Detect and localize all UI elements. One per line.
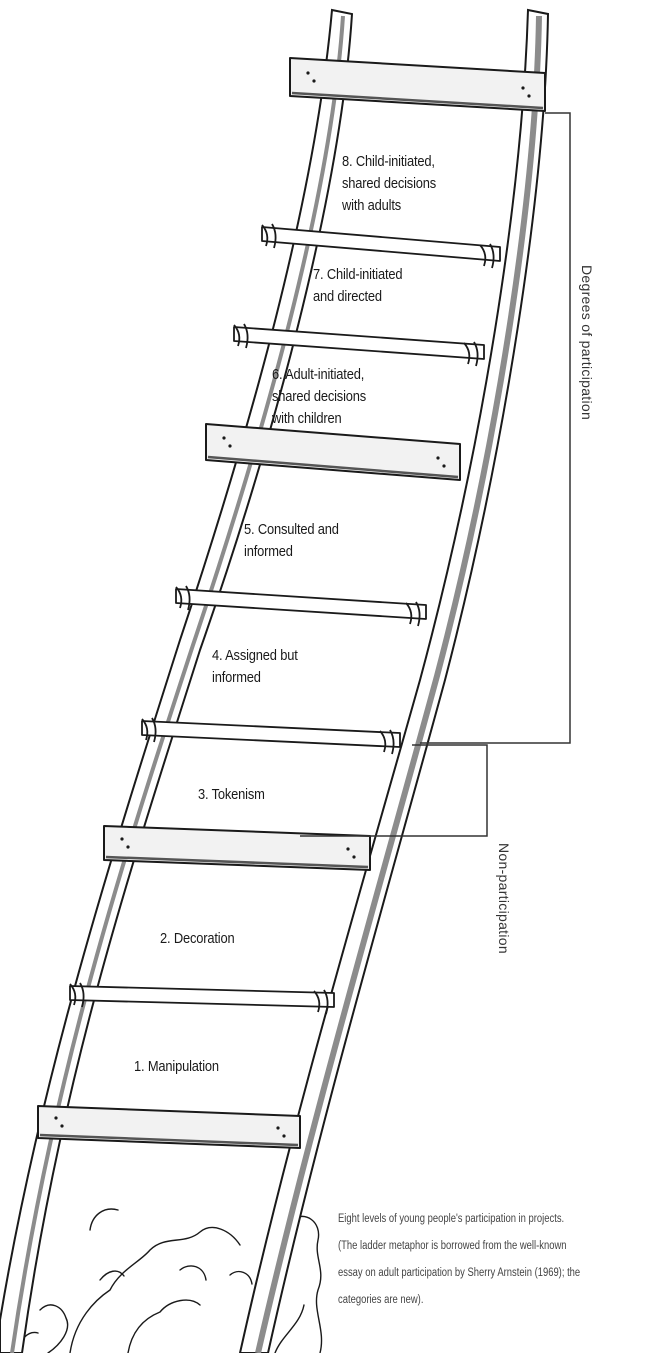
ladder-plank xyxy=(103,825,371,871)
rung-label-3-line-1: 3. Tokenism xyxy=(198,786,265,803)
ladder-pole xyxy=(233,323,485,367)
ladder-plank xyxy=(289,57,546,112)
ladder-pole xyxy=(69,982,335,1015)
non-participation-bracket xyxy=(300,744,488,837)
rung-label-2-line-1: 2. Decoration xyxy=(160,930,235,947)
participation-bracket-label: Degrees of participation xyxy=(579,265,595,421)
ladder-pole xyxy=(141,717,401,755)
nail-dot xyxy=(527,94,531,98)
rung-label-1-line-1: 1. Manipulation xyxy=(134,1058,219,1075)
rung-label-7-line-2: and directed xyxy=(313,288,382,305)
nail-dot xyxy=(60,1124,64,1128)
rung-label-6-line-1: 6. Adult-initiated, xyxy=(272,366,365,383)
rung-label-8-line-2: shared decisions xyxy=(342,175,437,192)
nail-dot xyxy=(282,1134,286,1138)
rope-lashing xyxy=(379,729,395,755)
rung-label-4-line-2: informed xyxy=(212,669,261,686)
rung-label-8-line-3: with adults xyxy=(342,197,402,214)
rung-label-1: 1. Manipulation xyxy=(134,1056,219,1078)
nail-dot xyxy=(436,456,440,460)
nail-dot xyxy=(54,1116,58,1120)
rung-label-6-line-3: with children xyxy=(272,410,342,427)
right-rail xyxy=(238,8,550,1353)
caption-line-3: essay on adult participation by Sherry A… xyxy=(338,1267,581,1279)
rung-label-2: 2. Decoration xyxy=(160,928,235,950)
rope-lashing xyxy=(463,341,479,367)
ladder-pole xyxy=(261,223,501,269)
figure-caption: Eight levels of young people's participa… xyxy=(338,1206,633,1314)
ladder-plank xyxy=(37,1105,301,1149)
rung-label-3: 3. Tokenism xyxy=(198,784,265,806)
rope-lashing xyxy=(313,989,329,1015)
rope-lashing xyxy=(141,717,157,743)
rope-lashing xyxy=(233,323,249,349)
ladder-pole xyxy=(175,585,427,627)
rung-label-5-line-2: informed xyxy=(244,543,293,560)
nail-dot xyxy=(120,837,124,841)
caption-line-1: Eight levels of young people's participa… xyxy=(338,1213,565,1225)
rung-label-4: 4. Assigned but informed xyxy=(212,645,298,689)
caption-line-4: categories are new). xyxy=(338,1294,424,1306)
nail-dot xyxy=(312,79,316,83)
rope-lashing xyxy=(261,223,277,249)
rung-label-5: 5. Consulted and informed xyxy=(244,519,339,563)
non-participation-bracket-label: Non-participation xyxy=(496,843,512,954)
nail-dot xyxy=(306,71,310,75)
nail-dot xyxy=(521,86,525,90)
caption-line-2: (The ladder metaphor is borrowed from th… xyxy=(338,1240,567,1252)
rope-lashing xyxy=(175,585,191,611)
nail-dot xyxy=(346,847,350,851)
rung-label-8: 8. Child-initiated, shared decisions wit… xyxy=(342,151,436,217)
nail-dot xyxy=(352,855,356,859)
rung-label-6: 6. Adult-initiated, shared decisions wit… xyxy=(272,364,366,430)
rung-label-5-line-1: 5. Consulted and xyxy=(244,521,339,538)
rung-label-7-line-1: 7. Child-initiated xyxy=(313,266,403,283)
rope-lashing xyxy=(69,982,85,1008)
nail-dot xyxy=(228,444,232,448)
nail-dot xyxy=(276,1126,280,1130)
rung-label-7: 7. Child-initiated and directed xyxy=(313,264,403,308)
ladder-plank xyxy=(205,423,461,481)
participation-bracket xyxy=(420,112,571,744)
nail-dot xyxy=(222,436,226,440)
rung-label-4-line-1: 4. Assigned but xyxy=(212,647,298,664)
rung-label-8-line-1: 8. Child-initiated, xyxy=(342,153,435,170)
nail-dot xyxy=(442,464,446,468)
rungs-group xyxy=(37,57,546,1149)
rope-lashing xyxy=(405,601,421,627)
rocks-sketch xyxy=(14,1208,323,1353)
nail-dot xyxy=(126,845,130,849)
rope-lashing xyxy=(479,243,495,269)
rung-label-6-line-2: shared decisions xyxy=(272,388,367,405)
